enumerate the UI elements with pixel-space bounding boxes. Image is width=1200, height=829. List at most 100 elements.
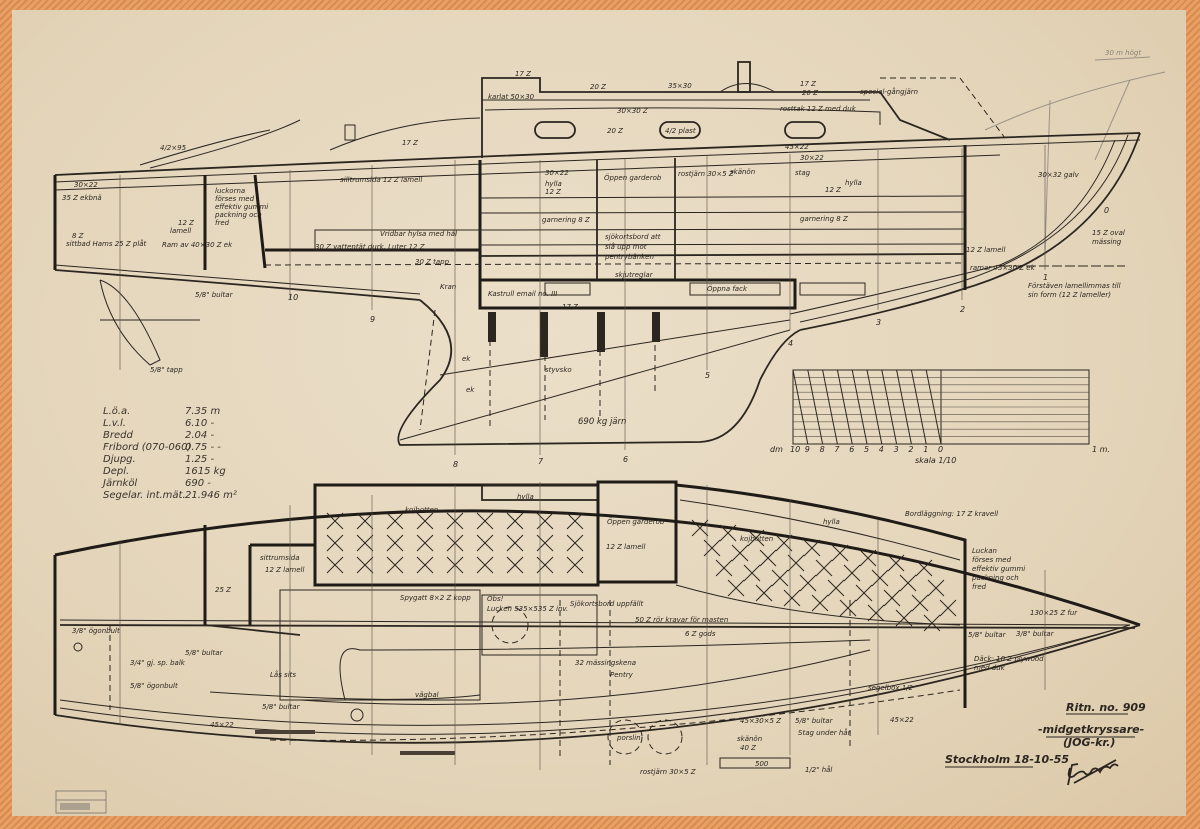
cushion-x-mark [771, 569, 789, 587]
svg-text:25 Z: 25 Z [215, 586, 231, 594]
scale-tick-label: 10 [790, 445, 800, 454]
svg-text:Kran: Kran [440, 283, 456, 291]
svg-text:32 mässingskena: 32 mässingskena [575, 659, 636, 667]
profile-labels: 17 Z 20 Z 35×30 17 Z 20 Z special-gångjä… [62, 70, 1125, 427]
svg-text:4/2 plast: 4/2 plast [665, 127, 696, 135]
cushion-x-mark [356, 556, 374, 574]
svg-text:12 Z: 12 Z [178, 219, 194, 227]
svg-text:mässing: mässing [1092, 238, 1122, 246]
svg-text:effektiv gummi: effektiv gummi [972, 565, 1025, 573]
scale-diagonal [792, 369, 809, 445]
cushion-x-mark [506, 534, 524, 552]
svg-text:Obs!: Obs! [487, 595, 504, 603]
svg-text:Spygatt 8×2 Z kopp: Spygatt 8×2 Z kopp [400, 594, 471, 602]
svg-text:skjutreglar: skjutreglar [615, 271, 654, 279]
svg-text:30 Z vattentät durk. Luter 12: 30 Z vattentät durk. Luter 12 Z [315, 243, 425, 251]
svg-text:6.10 -: 6.10 - [185, 418, 214, 429]
svg-text:Öppen garderob: Öppen garderob [604, 173, 662, 182]
svg-text:20 Z: 20 Z [802, 89, 818, 97]
svg-text:Lås sits: Lås sits [270, 670, 296, 679]
svg-text:1615 kg: 1615 kg [185, 466, 226, 477]
svg-text:Ram av 40×30 Z ek: Ram av 40×30 Z ek [162, 241, 233, 249]
svg-text:690 kg järn: 690 kg järn [578, 417, 626, 427]
scale-unit-m: 1 m. [1092, 445, 1110, 454]
svg-text:5/8" ögonbult: 5/8" ögonbult [130, 682, 178, 690]
svg-text:Segelar. int.mät.: Segelar. int.mät. [103, 490, 186, 501]
svg-text:35×30: 35×30 [668, 82, 692, 90]
cushion-x-mark [727, 579, 745, 597]
svg-text:2.04 -: 2.04 - [185, 430, 214, 441]
scale-tick-label: 8 [820, 445, 825, 454]
svg-text:1/2" hål: 1/2" hål [805, 765, 832, 774]
svg-text:45×22: 45×22 [890, 716, 914, 724]
svg-text:Öppna fack: Öppna fack [707, 284, 748, 293]
svg-text:lamell: lamell [170, 227, 191, 235]
svg-text:1.25 -: 1.25 - [185, 454, 214, 465]
cushion-x-mark [867, 604, 885, 622]
cushion-x-mark [915, 559, 933, 577]
cushion-x-mark [536, 512, 554, 530]
cushion-x-mark [386, 534, 404, 552]
svg-text:4: 4 [788, 339, 793, 348]
cushion-x-mark [827, 579, 845, 597]
svg-text:8 Z: 8 Z [72, 232, 84, 240]
title-block: Ritn. no. 909 -midgetkryssare- (JOG-kr.)… [945, 701, 1146, 786]
svg-text:12 Z lamell: 12 Z lamell [606, 543, 645, 551]
cushion-x-mark [386, 556, 404, 574]
svg-text:Förstäven lamellimmas till: Förstäven lamellimmas till [1028, 282, 1121, 290]
svg-text:30×22: 30×22 [74, 181, 98, 189]
svg-text:15 Z oval: 15 Z oval [1092, 229, 1125, 237]
svg-text:sittrumsida: sittrumsida [260, 554, 300, 562]
svg-text:Lucken 535×535 Z inv.: Lucken 535×535 Z inv. [487, 605, 568, 613]
berth-cushion-marks [326, 512, 957, 632]
plan-labels: hylla kojbotten Öppen garderob 12 Z lame… [72, 493, 1078, 776]
cushion-x-mark [416, 512, 434, 530]
svg-text:karlat 50×30: karlat 50×30 [488, 93, 535, 101]
svg-text:vägbal: vägbal [415, 691, 439, 699]
svg-text:silltrumsida 12 Z lamell: silltrumsida 12 Z lamell [340, 176, 422, 184]
scale-tick-label: 1 [923, 445, 928, 454]
cushion-x-mark [815, 559, 833, 577]
cushion-x-mark [799, 574, 817, 592]
svg-text:rostjärn 30×5 Z: rostjärn 30×5 Z [640, 768, 696, 776]
svg-text:sin form (12 Z lameller): sin form (12 Z lameller) [1028, 291, 1111, 299]
cushion-x-mark [719, 524, 737, 542]
svg-text:Öppen garderob: Öppen garderob [607, 517, 665, 526]
svg-text:slå upp mot: slå upp mot [605, 242, 647, 251]
svg-text:Bredd: Bredd [103, 430, 133, 441]
svg-text:kojbotten: kojbotten [740, 535, 773, 543]
svg-text:5/8" bultar: 5/8" bultar [195, 291, 234, 299]
cushion-x-mark [831, 544, 849, 562]
svg-text:sjökortsbord att: sjökortsbord att [605, 233, 661, 241]
cushion-x-mark [416, 556, 434, 574]
cushion-x-mark [787, 554, 805, 572]
svg-text:pentrybänken: pentrybänken [604, 253, 654, 261]
cushion-x-mark [883, 589, 901, 607]
scale-unit-dm: dm [770, 445, 783, 454]
svg-text:8: 8 [453, 460, 458, 469]
cushion-x-mark [939, 599, 957, 617]
cushion-x-mark [911, 594, 929, 612]
cushion-x-mark [566, 556, 584, 574]
svg-text:packning och: packning och [214, 211, 262, 219]
cushion-x-mark [927, 579, 945, 597]
svg-text:5/8" bultar: 5/8" bultar [185, 649, 224, 657]
floor-timbers [488, 312, 660, 357]
scale-tick-label: 7 [834, 445, 840, 454]
cushion-x-mark [386, 512, 404, 530]
svg-text:luckorna: luckorna [215, 187, 245, 195]
svg-text:7.35 m: 7.35 m [185, 406, 220, 417]
svg-text:7: 7 [538, 457, 544, 466]
svg-text:500: 500 [755, 760, 769, 768]
scale-tick-label: 0 [938, 445, 943, 454]
svg-text:L.ö.a.: L.ö.a. [103, 406, 130, 417]
cushion-x-mark [326, 556, 344, 574]
cushion-x-mark [843, 564, 861, 582]
svg-text:3/8" ögonbult: 3/8" ögonbult [72, 627, 120, 635]
scale-diagonal [851, 369, 868, 445]
svg-text:30×32 galv: 30×32 galv [1038, 171, 1080, 179]
